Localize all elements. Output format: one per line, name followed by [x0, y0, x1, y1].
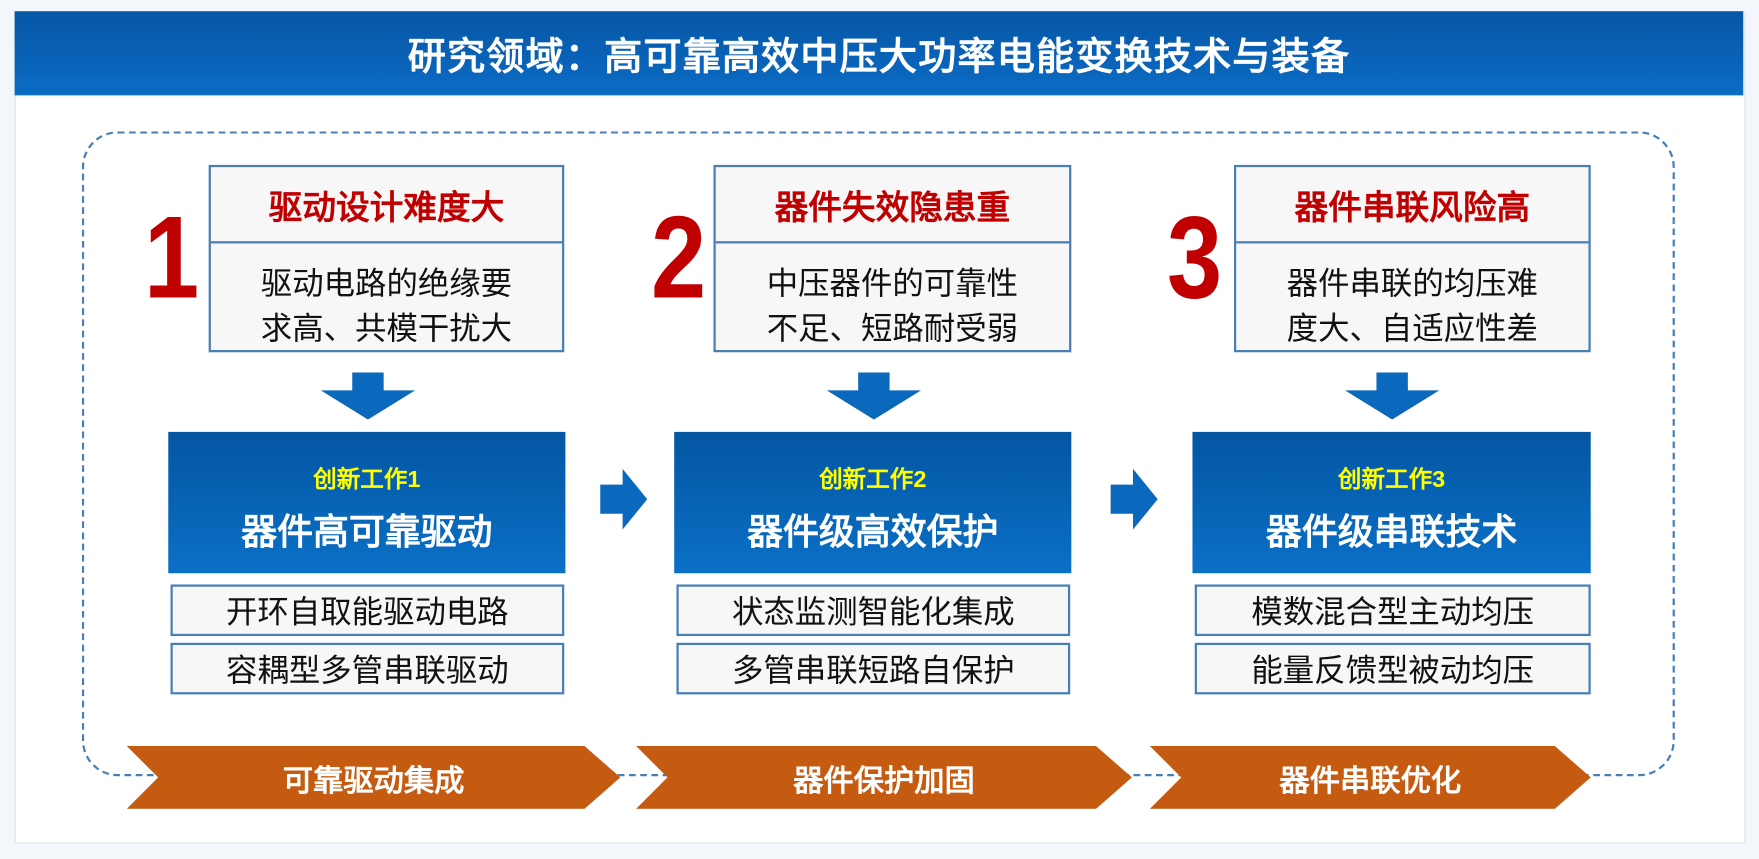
- stage-label: 器件保护加固: [793, 763, 975, 798]
- stage-chevron-3: 器件串联优化: [1149, 745, 1591, 809]
- stage-label: 可靠驱动集成: [282, 763, 465, 798]
- stage-chevron-1: 可靠驱动集成: [126, 745, 621, 809]
- problem-line: 不足、短路耐受弱: [766, 310, 1019, 346]
- innovation-box-3: 创新工作3 器件级串联技术: [1192, 431, 1591, 574]
- problem-line: 度大、自适应性差: [1286, 310, 1538, 346]
- innovation-label: 创新工作2: [819, 466, 927, 493]
- item: 状态监测智能化集成: [676, 584, 1071, 637]
- problem-title: 器件失效隐患重: [715, 167, 1070, 244]
- problem-box-1: 驱动设计难度大 驱动电路的绝缘要求高、共模干扰大: [208, 164, 565, 353]
- innovation-box-2: 创新工作2 器件级高效保护: [674, 431, 1072, 574]
- down-arrow-icon: [320, 372, 416, 420]
- problem-box-3: 器件串联风险高 器件串联的均压难度大、自适应性差: [1233, 164, 1591, 353]
- innovation-title: 器件级串联技术: [1265, 511, 1518, 552]
- chevron-shape: [636, 745, 1132, 809]
- panel: [14, 11, 1746, 844]
- item: 模数混合型主动均压: [1194, 584, 1591, 637]
- item: 多管串联短路自保护: [676, 642, 1071, 695]
- problem-box-2: 器件失效隐患重 中压器件的可靠性不足、短路耐受弱: [713, 164, 1072, 353]
- chevron-shape: [1149, 745, 1591, 809]
- down-arrow-icon: [1345, 372, 1440, 420]
- innovation-label: 创新工作3: [1337, 466, 1446, 493]
- innovation-box-1: 创新工作1 器件高可靠驱动: [168, 431, 566, 574]
- number-3: 3: [1167, 192, 1223, 324]
- item: 开环自取能驱动电路: [170, 584, 565, 637]
- item: 能量反馈型被动均压: [1194, 642, 1591, 695]
- problem-title: 驱动设计难度大: [210, 167, 563, 244]
- right-arrow-icon: [1110, 468, 1158, 530]
- problem-line: 求高、共模干扰大: [260, 310, 513, 346]
- innovation-label: 创新工作1: [313, 466, 421, 493]
- innovation-title: 器件高可靠驱动: [241, 511, 493, 552]
- item: 容耦型多管串联驱动: [170, 642, 565, 695]
- page-title: 研究领域：高可靠高效中压大功率电能变换技术与装备: [14, 11, 1744, 96]
- number-2: 2: [651, 192, 707, 324]
- innovation-title: 器件级高效保护: [747, 511, 999, 552]
- stage-chevron-2: 器件保护加固: [636, 745, 1132, 809]
- problem-line: 器件串联的均压难: [1286, 265, 1538, 301]
- number-1: 1: [143, 192, 200, 324]
- right-arrow-icon: [600, 468, 648, 530]
- problem-title: 器件串联风险高: [1236, 167, 1589, 244]
- problem-line: 驱动电路的绝缘要: [260, 265, 513, 301]
- down-arrow-icon: [826, 372, 921, 420]
- problem-line: 中压器件的可靠性: [766, 265, 1019, 301]
- stage-label: 器件串联优化: [1279, 763, 1462, 798]
- chevron-shape: [126, 745, 621, 809]
